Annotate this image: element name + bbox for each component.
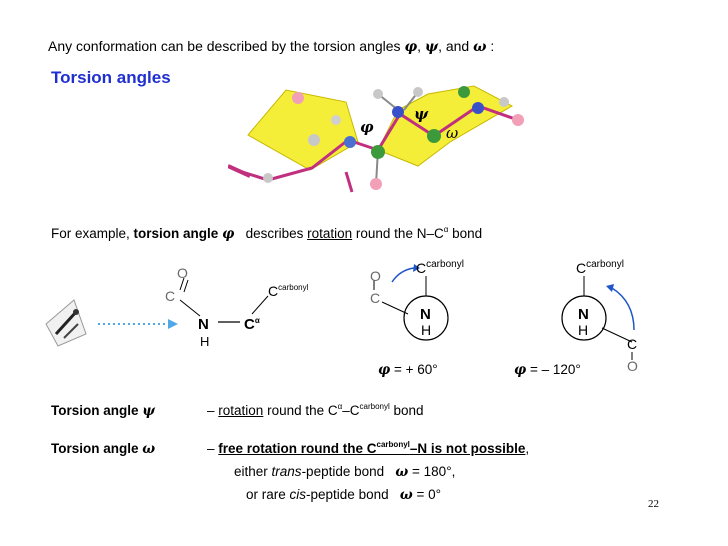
example-suffix: round the N–C — [355, 226, 444, 241]
newman-1-rotation-arrow — [391, 267, 415, 283]
thumbnail-atom — [73, 309, 79, 315]
newman-2-ccarb: Ccarbonyl — [576, 259, 624, 277]
atom-o2 — [370, 178, 382, 190]
bond-calpha-ccarb — [251, 295, 269, 315]
intro-colon: : — [490, 38, 495, 54]
example-phi: φ — [222, 226, 235, 242]
backbone-omega-label: ω — [446, 124, 459, 142]
psi-label: Torsion angle — [51, 403, 139, 418]
peptide-plane-left — [247, 89, 359, 171]
struct-n: N — [198, 316, 209, 333]
atom-n3 — [472, 102, 484, 114]
intro-comma: , — [417, 38, 421, 54]
psi-line-symbol: ψ — [142, 403, 155, 419]
psi-line: Torsion angle ψ — [51, 403, 155, 419]
intro-and: , and — [438, 38, 470, 54]
newman-1-c: C — [370, 290, 381, 306]
struct-ccarb: Ccarbonyl — [268, 283, 309, 299]
atom-c1 — [308, 134, 320, 146]
newman-2-bond-right — [601, 327, 633, 343]
struct-carbonyl: carbonyl — [278, 283, 309, 292]
newman-2-rotation-arrow — [611, 287, 635, 331]
peptide-backbone-illustration — [228, 85, 524, 193]
bond-c-o — [179, 277, 185, 291]
atom-h4 — [499, 97, 509, 107]
newman-2-n: N — [578, 306, 589, 323]
newman-2-o: O — [627, 358, 638, 374]
psi-description: – rotation round the Cα–Ccarbonyl bond — [207, 402, 424, 419]
newman-1-h: H — [421, 322, 432, 338]
backbone-stub — [344, 171, 354, 193]
atom-h3 — [413, 87, 423, 97]
atom-n1 — [344, 136, 356, 148]
psi-symbol: ψ — [424, 39, 439, 55]
structure-bonds — [179, 277, 269, 323]
atom-o1 — [292, 92, 304, 104]
newman-1-arrow-head — [413, 264, 420, 272]
atom-h1 — [331, 115, 341, 125]
backbone-end-left — [228, 164, 251, 178]
struct-alpha: α — [254, 316, 260, 325]
newman-2-arrow-head — [606, 284, 614, 292]
newman-1-n: N — [420, 306, 431, 323]
atom-n2 — [392, 106, 404, 118]
omega-line-symbol: ω — [142, 441, 156, 457]
newman-2-c: C — [627, 336, 638, 352]
example-end: bond — [452, 226, 483, 241]
psi-rotation: rotation — [218, 403, 264, 418]
omega-line: Torsion angle ω — [51, 441, 155, 457]
newman-1-ccarb: Ccarbonyl — [416, 259, 464, 277]
struct-calpha: Cα — [244, 316, 260, 333]
newman-1-caption: φ = + 60° — [378, 362, 438, 378]
omega-cis-line: or rare cis-peptide bond ω = 0° — [246, 487, 442, 503]
newman-1-bond-left — [381, 301, 409, 315]
molecule-thumbnail — [45, 299, 178, 347]
newman-1-drawing — [373, 264, 449, 341]
example-bold: torsion angle — [133, 226, 219, 241]
bond-c-o-double — [183, 279, 189, 293]
atom-calpha2 — [427, 129, 441, 143]
omega-statement: free rotation round the Ccarbonyl–N is n… — [218, 440, 526, 457]
struct-h: H — [200, 334, 210, 349]
atom-c0 — [263, 173, 273, 183]
thumbnail-bond-2 — [63, 323, 79, 339]
example-alpha: α — [443, 225, 449, 234]
struct-c: C — [165, 288, 176, 304]
bond-c-n — [179, 299, 201, 317]
intro-line: Any conformation can be described by the… — [48, 38, 494, 55]
example-rotation: rotation — [307, 226, 353, 241]
newman-1-o: O — [370, 268, 381, 284]
phi-symbol: φ — [404, 39, 418, 55]
struct-o: O — [177, 265, 188, 281]
heading-torsion-angles: Torsion angles — [51, 68, 171, 87]
omega-description: – free rotation round the Ccarbonyl–N is… — [207, 440, 530, 457]
atom-o3 — [512, 114, 524, 126]
newman-2-drawing — [561, 276, 635, 360]
example-mid: describes — [245, 226, 304, 241]
omega-label: Torsion angle — [51, 441, 139, 456]
omega-trans-line: either trans-peptide bond ω = 180°, — [234, 464, 456, 480]
example-prefix: For example, — [51, 226, 130, 241]
page-number: 22 — [648, 498, 659, 510]
atom-calpha — [371, 145, 385, 159]
newman-2-h: H — [578, 322, 589, 338]
omega-symbol: ω — [473, 39, 487, 55]
backbone-phi-label: φ — [360, 118, 374, 136]
atom-h2 — [373, 89, 383, 99]
dotted-arrow-head — [168, 319, 178, 329]
thumbnail-bond — [54, 310, 78, 336]
atom-calpha3 — [458, 86, 470, 98]
peptide-plane-right — [377, 85, 514, 167]
newman-2-caption: φ = – 120° — [514, 362, 581, 378]
intro-text: Any conformation can be described by the… — [48, 38, 401, 54]
example-line: For example, torsion angle φ describes r… — [51, 225, 483, 243]
backbone-psi-label: ψ — [414, 105, 429, 123]
